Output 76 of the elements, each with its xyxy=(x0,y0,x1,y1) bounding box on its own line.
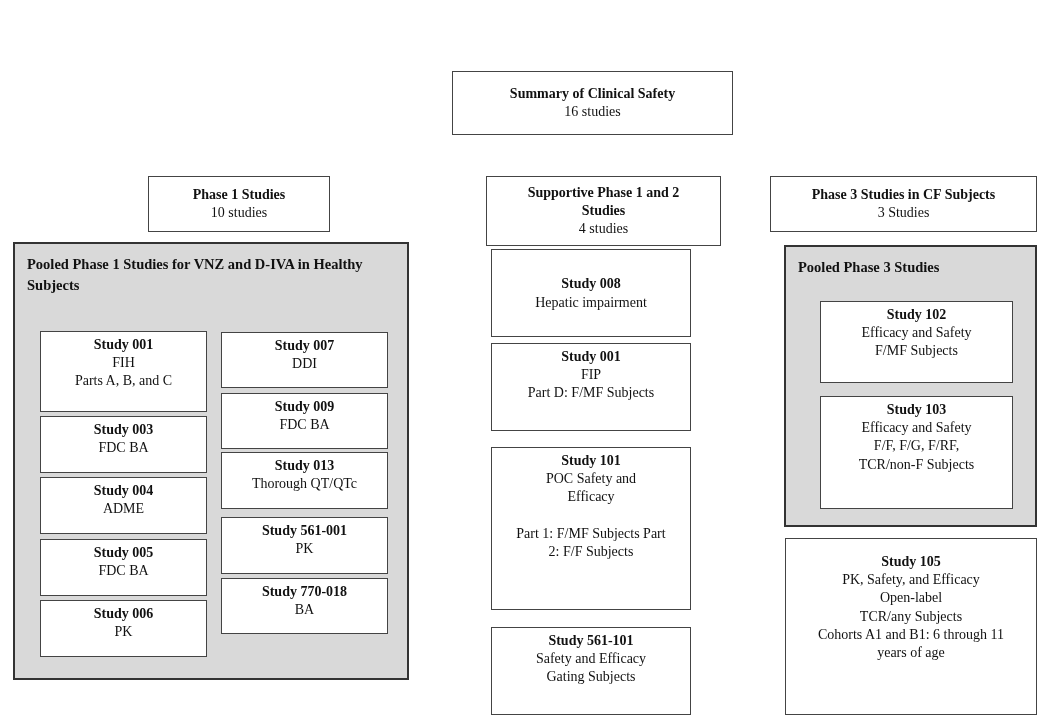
description-text: Efficacy and Safety xyxy=(860,324,973,343)
study-title: Study 001 xyxy=(560,348,622,366)
study-title: Study 105 xyxy=(880,553,942,571)
description-text: F/MF Subjects xyxy=(874,342,959,361)
study-box xyxy=(221,578,388,634)
study-title: Study 001 xyxy=(92,336,155,354)
description-text: Efficacy and Safety xyxy=(860,419,973,438)
description-text: Safety and Efficacy xyxy=(534,650,648,669)
description-text: POC Safety and Efficacy xyxy=(544,470,638,507)
description-text: PK xyxy=(113,623,134,642)
description-text: Part D: F/MF Subjects xyxy=(526,384,656,403)
study-box xyxy=(221,452,388,509)
study-title: Study 561-001 xyxy=(260,522,349,540)
study-box xyxy=(491,343,691,431)
study-title: Study 003 xyxy=(92,421,155,439)
group-title: Pooled Phase 3 Studies xyxy=(798,258,941,277)
study-box xyxy=(40,416,207,473)
description-text: 16 studies xyxy=(563,103,622,121)
study-title: Study 006 xyxy=(92,605,155,623)
description-text: FIH xyxy=(111,354,136,373)
description-text: 4 studies xyxy=(577,220,630,239)
description-text: BA xyxy=(293,601,316,620)
study-title: Study 561-101 xyxy=(547,632,635,650)
group-title: Pooled Phase 1 Studies for VNZ and D-IVA in Healthy Subjects xyxy=(27,255,364,295)
description-text: PK xyxy=(294,540,315,559)
group-panel xyxy=(784,245,1037,527)
description-text: FDC BA xyxy=(97,439,150,458)
description-text: Thorough QT/QTc xyxy=(250,475,359,494)
description-text: ADME xyxy=(101,500,146,519)
study-title: Supportive Phase 1 and 2 Studies xyxy=(527,183,680,220)
heading-box xyxy=(148,176,330,232)
description-text: FDC BA xyxy=(278,416,331,435)
study-box xyxy=(40,539,207,596)
study-title: Study 770-018 xyxy=(260,583,349,601)
study-box xyxy=(221,332,388,388)
group-panel xyxy=(13,242,409,680)
description-text: DDI xyxy=(291,355,318,374)
description-text: F/F, F/G, F/RF, TCR/non-F Subjects xyxy=(857,437,976,474)
study-title: Phase 3 Studies in CF Subjects xyxy=(810,185,997,204)
study-title: Study 009 xyxy=(273,398,336,416)
study-title: Study 101 xyxy=(560,452,622,470)
study-box xyxy=(785,538,1037,715)
study-title: Phase 1 Studies xyxy=(191,185,287,204)
study-title: Study 013 xyxy=(273,457,336,475)
description-text: Part 1: F/MF Subjects Part 2: F/F Subjects xyxy=(515,524,667,561)
study-title: Study 103 xyxy=(885,401,948,419)
description-text: TCR/any Subjects xyxy=(858,607,964,626)
description-text: PK, Safety, and Efficacy xyxy=(841,571,981,590)
study-box xyxy=(491,627,691,715)
heading-box xyxy=(770,176,1037,232)
study-box xyxy=(820,396,1013,509)
description-text: FIP xyxy=(579,366,603,385)
study-box xyxy=(820,301,1013,383)
heading-box xyxy=(486,176,721,246)
study-title: Study 004 xyxy=(92,482,155,500)
description-text: FDC BA xyxy=(97,562,150,581)
study-title: Study 007 xyxy=(273,337,336,355)
study-box xyxy=(221,393,388,449)
study-title: Study 008 xyxy=(560,275,622,294)
study-box xyxy=(491,249,691,337)
description-text: Open-label xyxy=(878,589,944,608)
description-text: Gating Subjects xyxy=(545,668,637,687)
description-text: Cohorts A1 and B1: 6 through 11 years of age xyxy=(816,625,1006,662)
study-box xyxy=(40,477,207,534)
description-text: Parts A, B, and C xyxy=(73,372,174,391)
study-title: Summary of Clinical Safety xyxy=(508,84,677,103)
study-box xyxy=(221,517,388,574)
study-box xyxy=(40,331,207,412)
description-text: 10 studies xyxy=(209,204,269,222)
description-text: 3 Studies xyxy=(876,204,931,222)
heading-box xyxy=(452,71,733,135)
study-title: Study 005 xyxy=(92,544,155,562)
study-title: Study 102 xyxy=(885,306,948,324)
description-text: Hepatic impairment xyxy=(534,293,648,312)
study-box xyxy=(40,600,207,657)
study-box xyxy=(491,447,691,610)
